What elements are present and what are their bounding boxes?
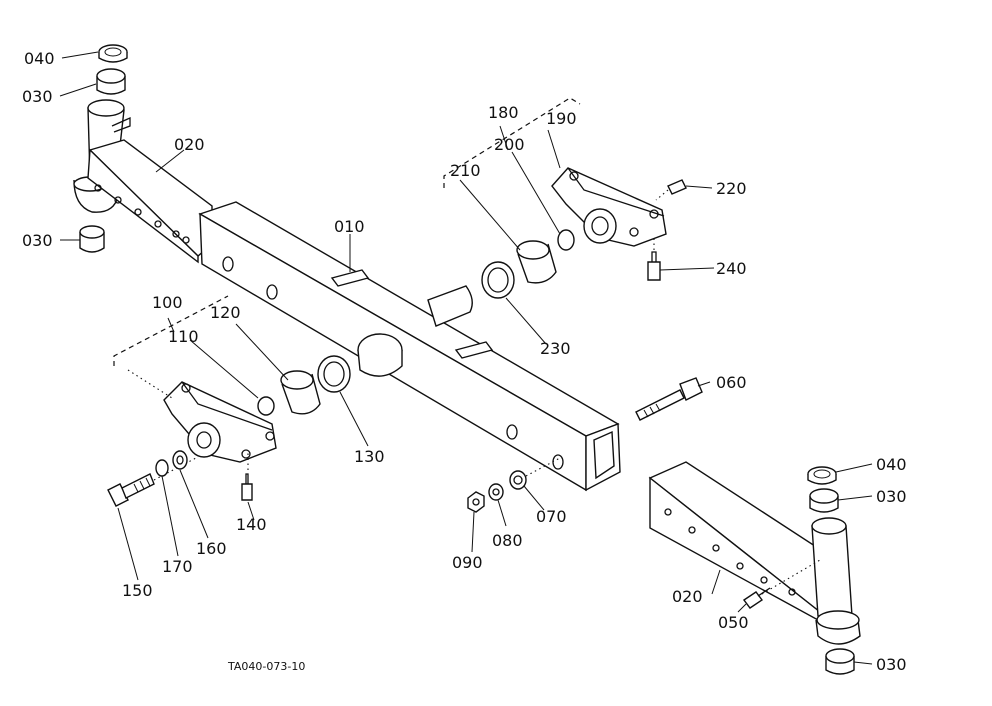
bushing-210	[516, 240, 557, 284]
label-080: 080	[492, 531, 523, 550]
label-240: 240	[716, 259, 747, 278]
label-030-right-top: 030	[876, 487, 907, 506]
label-030-right-bottom: 030	[876, 655, 907, 674]
washer-160	[172, 450, 188, 470]
leader-lines	[59, 51, 873, 665]
washer-080	[488, 483, 504, 501]
label-120: 120	[210, 303, 241, 322]
label-030-left-top: 030	[22, 87, 53, 106]
label-100: 100	[152, 293, 183, 312]
seal-130	[317, 355, 351, 393]
left-bottom-bushing	[79, 225, 105, 253]
label-020-right: 020	[672, 587, 703, 606]
right-top-bushing	[809, 488, 839, 513]
label-220: 220	[716, 179, 747, 198]
left-top-bushing	[96, 68, 126, 95]
right-axle-extension	[648, 461, 861, 645]
label-190: 190	[546, 109, 577, 128]
seal-230	[481, 261, 515, 299]
thrust-washer-200	[557, 229, 575, 251]
label-140: 140	[236, 515, 267, 534]
grease-fitting-140	[241, 452, 253, 501]
right-bottom-bushing	[825, 648, 855, 675]
grease-fitting-050	[742, 559, 821, 609]
label-130: 130	[354, 447, 385, 466]
label-070: 070	[536, 507, 567, 526]
label-010: 010	[334, 217, 365, 236]
label-040-right: 040	[876, 455, 907, 474]
label-180: 180	[488, 103, 519, 122]
part-labels: 040 030 030 020 010 180 190 200 210 220 …	[22, 49, 907, 674]
left-top-seal	[98, 44, 128, 63]
label-210: 210	[450, 161, 481, 180]
diagram-reference-code: TA040-073-10	[227, 660, 305, 673]
right-top-seal	[807, 466, 837, 485]
lock-washer-170	[155, 459, 169, 477]
bolt-060	[635, 377, 703, 421]
label-090: 090	[452, 553, 483, 572]
label-170: 170	[162, 557, 193, 576]
bolt-150	[107, 457, 197, 507]
label-020-left: 020	[174, 135, 205, 154]
thrust-washer-110	[257, 396, 275, 416]
label-030-left-bottom: 030	[22, 231, 53, 250]
label-040-left: 040	[24, 49, 55, 68]
label-050: 050	[718, 613, 749, 632]
label-110: 110	[168, 327, 199, 346]
bushing-120	[280, 370, 321, 415]
label-230: 230	[540, 339, 571, 358]
nut-090	[467, 491, 485, 513]
front-axle-beam	[198, 201, 621, 492]
label-150: 150	[122, 581, 153, 600]
collar-070	[509, 457, 561, 490]
label-060: 060	[716, 373, 747, 392]
bolt-220	[655, 179, 687, 201]
grease-fitting-240	[647, 238, 661, 281]
front-support-bracket-100	[113, 295, 277, 463]
label-200: 200	[494, 135, 525, 154]
rear-support-bracket-180	[443, 97, 667, 247]
label-160: 160	[196, 539, 227, 558]
